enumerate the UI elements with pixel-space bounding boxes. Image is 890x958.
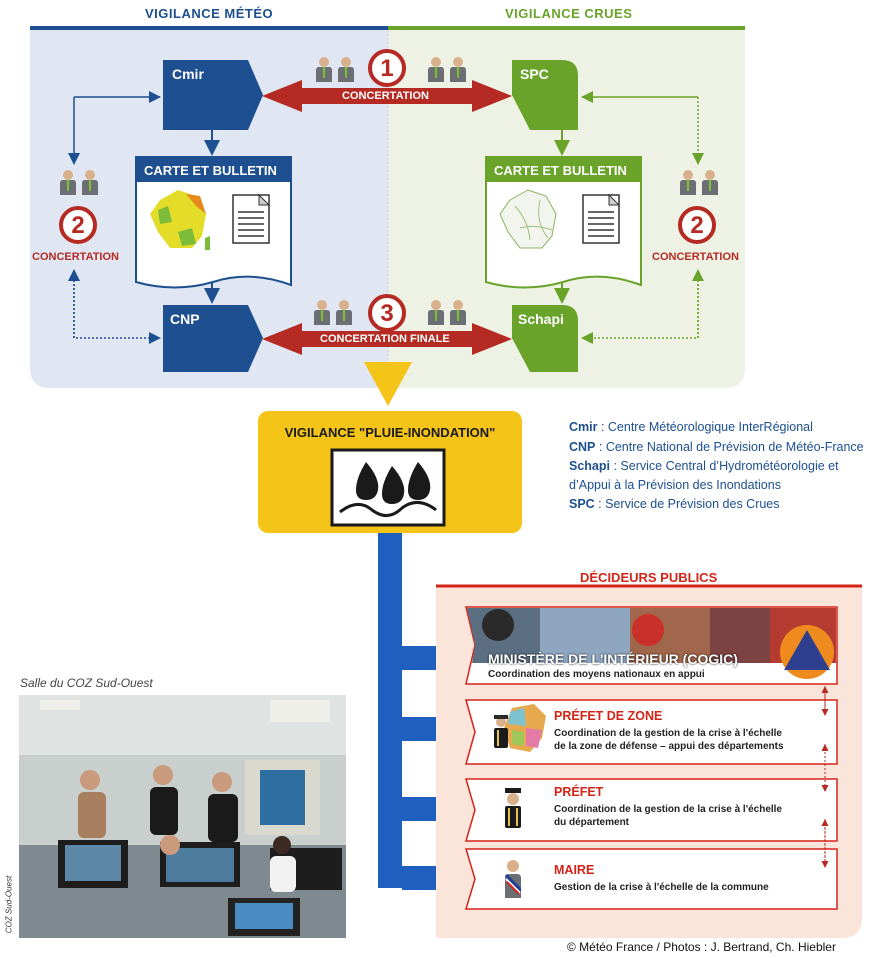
prefet-title: PRÉFET [554,785,604,799]
schapi-label: Schapi [518,311,564,327]
step3-number: 3 [380,300,394,327]
legend-schapi-continued: d’Appui à la Prévision des Inondations [569,478,781,492]
card-prefet-zone [465,699,838,765]
crues-section-title: VIGILANCE CRUES [505,6,633,21]
crues-card-title: CARTE ET BULLETIN [494,163,627,178]
step1-number: 1 [380,55,394,82]
cnp-node [163,305,263,372]
prefet-desc: Coordination de la gestion de la crise à… [554,804,782,828]
card-prefet [465,778,838,842]
coz-photo [19,695,346,938]
maire-title: MAIRE [554,863,595,877]
photo-credit-vertical: COZ Sud-Ouest [4,875,14,934]
concertation-arrow-1 [262,80,512,112]
cmir-label: Cmir [172,66,204,82]
ministere-title: MINISTÈRE DE L'INTÉRIEUR (COGIC) [488,651,738,667]
legend-cmir: Cmir : Centre Météorologique InterRégion… [569,420,813,434]
maire-desc: Gestion de la crise à l'échelle de la co… [554,882,769,893]
vigilance-title: VIGILANCE "PLUIE-INONDATION" [284,425,496,440]
card-maire [464,848,838,910]
flood-icon [330,448,446,527]
prefet-zone-desc: Coordination de la gestion de la crise à… [554,728,784,752]
prefet-zone-title: PRÉFET DE ZONE [554,709,663,723]
step1-label: CONCERTATION [342,90,429,102]
ministere-desc: Coordination des moyens nationaux en app… [488,669,705,680]
step2-right-circle [678,206,716,244]
legend-schapi: Schapi : Service Central d’Hydrométéorol… [569,459,839,473]
cnp-label: CNP [170,311,200,327]
meteo-section-title: VIGILANCE MÉTÉO [145,6,274,21]
step3-circle [368,294,406,332]
meteo-card-title: CARTE ET BULLETIN [144,163,277,178]
cmir-node [163,60,263,130]
vigilance-down-arrow [364,362,412,406]
step2-left-number: 2 [71,212,85,239]
meteo-card [135,156,292,289]
step2-left-circle [59,206,97,244]
decideurs-title: DÉCIDEURS PUBLICS [580,570,718,585]
legend-cnp: CNP : Centre National de Prévision de Mé… [569,440,864,454]
step1-circle [368,49,406,87]
spc-label: SPC [520,66,549,82]
concertation-arrow-3 [262,323,512,355]
crues-card [485,156,642,289]
step2-left-label: CONCERTATION [32,251,119,263]
step3-label: CONCERTATION FINALE [320,333,450,345]
step2-right-number: 2 [690,212,704,239]
copyright: © Météo France / Photos : J. Bertrand, C… [567,940,836,954]
photo-caption: Salle du COZ Sud-Ouest [20,676,153,690]
spc-node [512,60,578,130]
schapi-node [512,305,578,372]
legend-spc: SPC : Service de Prévision des Crues [569,497,780,511]
step2-right-label: CONCERTATION [652,251,739,263]
card-ministere [465,606,838,685]
